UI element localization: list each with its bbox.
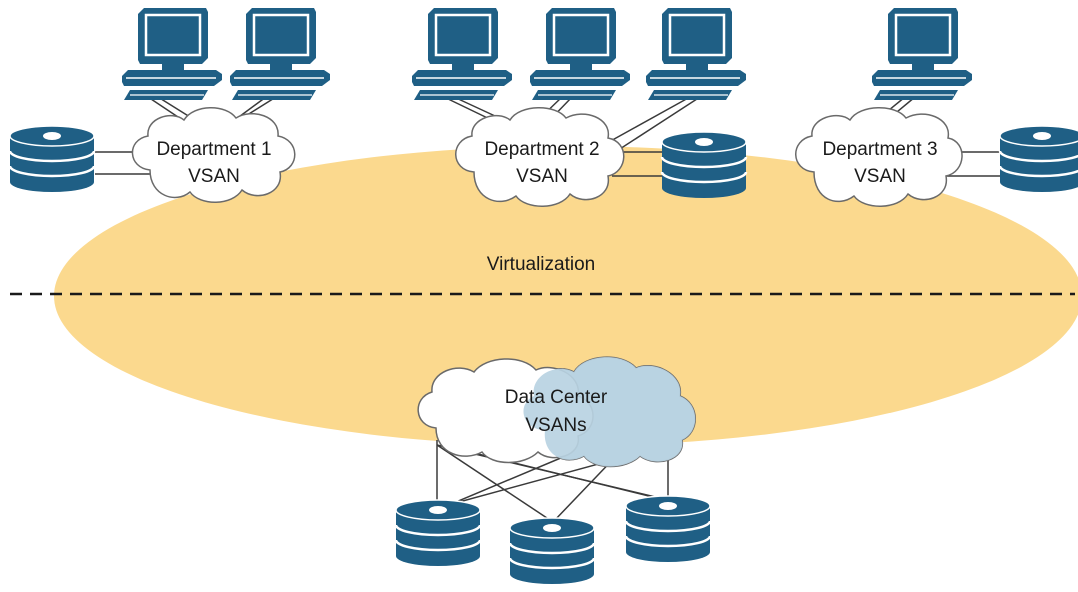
dept3-label-line2: VSAN	[854, 166, 906, 187]
workstation-icon	[644, 6, 748, 102]
virtualization-zone	[54, 146, 1078, 446]
storage-disk-stack-icon	[394, 498, 482, 568]
data-center-storage	[394, 494, 712, 586]
department-3-cloud: Department 3 VSAN	[795, 107, 963, 207]
storage-disk-stack-icon	[998, 124, 1078, 194]
dept1-label-line2: VSAN	[188, 166, 240, 187]
workstation-icon	[870, 6, 974, 102]
storage-disk-stack-icon	[8, 124, 96, 194]
department-2-cloud: Department 2 VSAN	[455, 107, 625, 207]
workstation-icon	[528, 6, 632, 102]
datacenter-label-line2: VSANs	[525, 415, 586, 436]
dept2-label-line2: VSAN	[516, 166, 568, 187]
workstations	[120, 6, 974, 102]
virtualization-label: Virtualization	[487, 254, 595, 275]
workstation-icon	[120, 6, 224, 102]
workstation-icon	[410, 6, 514, 102]
storage-disk-stack-icon	[508, 516, 596, 586]
dept2-label-line1: Department 2	[484, 139, 599, 160]
datacenter-label-line1: Data Center	[505, 387, 608, 408]
data-center-cloud: Data Center VSANs	[417, 356, 696, 468]
storage-disk-stack-icon	[660, 130, 748, 200]
dept3-label-line1: Department 3	[822, 139, 937, 160]
department-1-cloud: Department 1 VSAN	[131, 107, 296, 203]
workstation-icon	[228, 6, 332, 102]
dept1-label-line1: Department 1	[156, 139, 271, 160]
storage-disk-stack-icon	[624, 494, 712, 564]
